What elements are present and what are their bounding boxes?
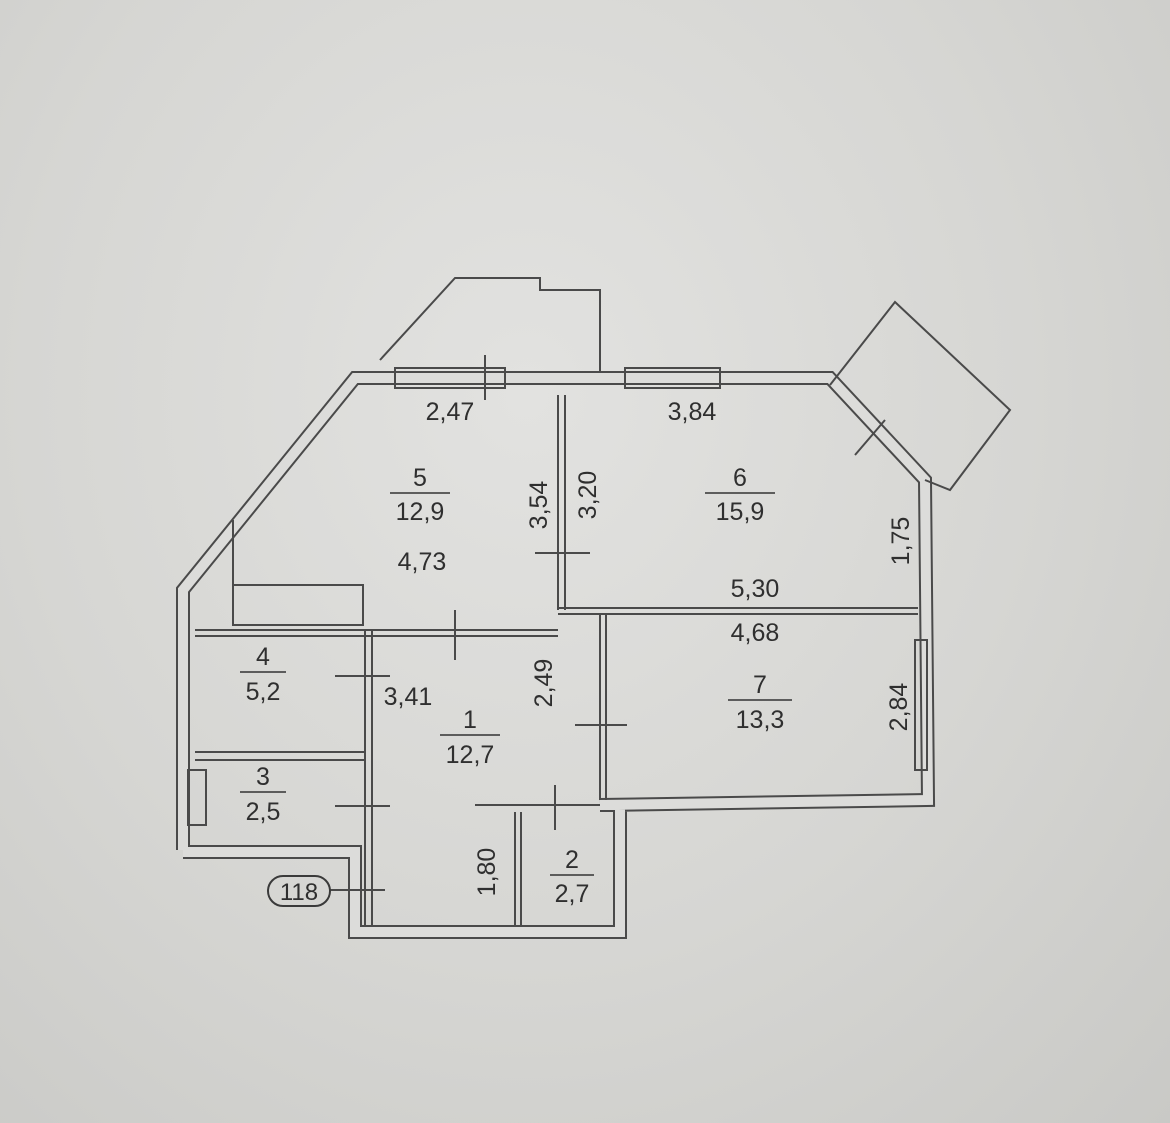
dimension-label: 3,54 <box>525 481 553 530</box>
room-number: 5 <box>413 464 427 492</box>
dimension-label: 1,75 <box>887 517 915 566</box>
dimension-label: 2,49 <box>530 659 558 708</box>
apartment-number: 118 <box>280 879 318 906</box>
room-number: 3 <box>256 763 270 791</box>
dimension-label: 4,73 <box>398 548 447 576</box>
room-area: 12,9 <box>396 498 445 526</box>
dimension-label: 5,30 <box>731 575 780 603</box>
dimension-label: 2,47 <box>426 398 475 426</box>
dimension-label: 4,68 <box>731 619 780 647</box>
room-1-label: 1 12,7 <box>440 706 500 769</box>
room-area: 15,9 <box>716 498 765 526</box>
walls <box>176 277 1012 939</box>
room-4-label: 4 5,2 <box>240 643 286 706</box>
room-number: 4 <box>256 643 270 671</box>
dimension-label: 1,80 <box>473 848 501 897</box>
room-number: 7 <box>753 671 767 699</box>
room-area: 2,5 <box>246 798 281 826</box>
room-number: 1 <box>463 706 477 734</box>
room-area: 2,7 <box>555 880 590 908</box>
room-2-label: 2 2,7 <box>550 846 594 908</box>
room-3-label: 3 2,5 <box>240 763 286 826</box>
dimension-label: 3,41 <box>384 683 433 711</box>
room-5-label: 5 12,9 <box>390 464 450 526</box>
room-number: 2 <box>565 846 579 874</box>
room-6-label: 6 15,9 <box>705 464 775 526</box>
dimension-label: 2,84 <box>885 683 913 732</box>
dimension-label: 3,84 <box>668 398 717 426</box>
dimension-label: 3,20 <box>574 471 602 520</box>
dimensions: 2,47 3,84 4,73 5,30 4,68 3,41 3,54 3,20 … <box>384 398 915 896</box>
apartment-number-badge: 118 <box>267 875 331 907</box>
room-7-label: 7 13,3 <box>728 671 792 734</box>
room-area: 12,7 <box>446 741 495 769</box>
room-number: 6 <box>733 464 747 492</box>
room-area: 13,3 <box>736 706 785 734</box>
room-area: 5,2 <box>246 678 281 706</box>
